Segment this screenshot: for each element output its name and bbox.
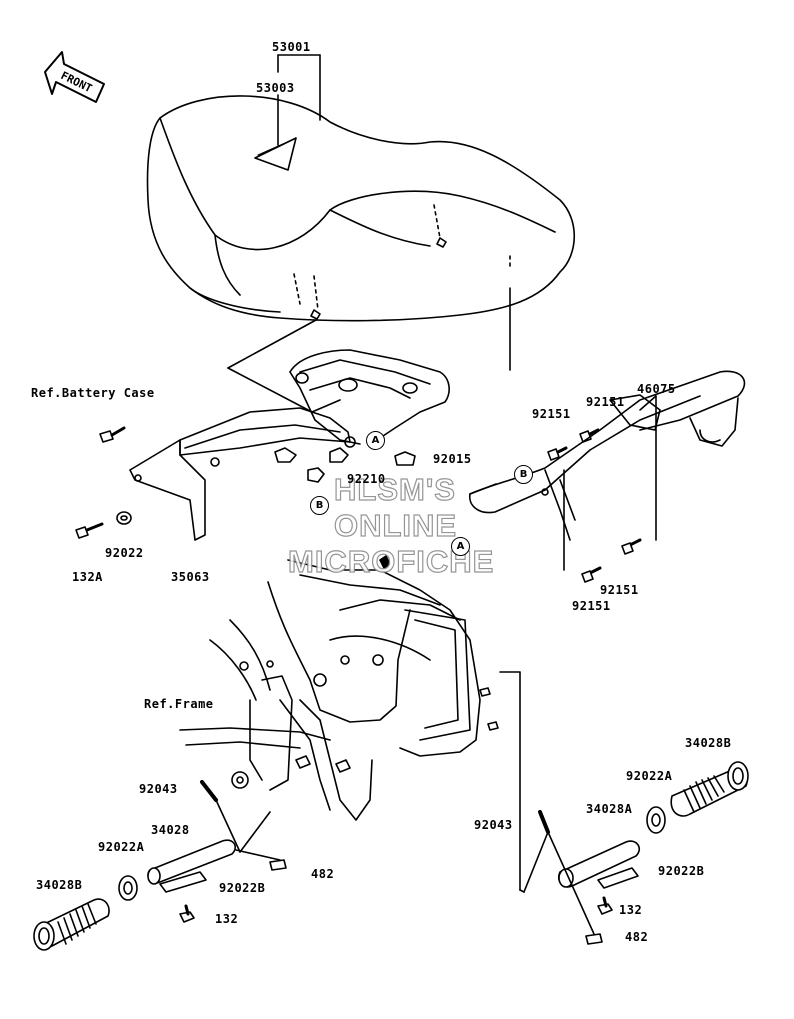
callout-53003[interactable]: 53003 <box>256 81 295 95</box>
callout-92043-left[interactable]: 92043 <box>139 782 178 796</box>
seat-emblem <box>254 137 297 171</box>
ref-mark-a-upper: A <box>366 431 385 450</box>
callout-92151-b[interactable]: 92151 <box>532 407 571 421</box>
bolt-icons <box>75 426 642 583</box>
watermark-line-2: ONLINE <box>333 508 458 543</box>
callout-132-right[interactable]: 132 <box>619 903 643 917</box>
callout-ref-battery-case[interactable]: Ref.Battery Case <box>31 386 155 400</box>
callout-92022a-left[interactable]: 92022A <box>98 840 145 854</box>
callout-ref-frame[interactable]: Ref.Frame <box>144 697 214 711</box>
seat-bracket <box>129 349 450 541</box>
callout-35063[interactable]: 35063 <box>171 570 210 584</box>
callout-92210[interactable]: 92210 <box>347 472 386 486</box>
callout-92022[interactable]: 92022 <box>105 546 144 560</box>
seat <box>146 95 576 322</box>
callout-92151-c[interactable]: 92151 <box>600 583 639 597</box>
callout-46075[interactable]: 46075 <box>637 382 676 396</box>
callout-34028[interactable]: 34028 <box>151 823 190 837</box>
callout-34028b-left[interactable]: 34028B <box>36 878 83 892</box>
grab-rail <box>469 370 746 541</box>
callout-482-left[interactable]: 482 <box>311 867 335 881</box>
watermark-line-1: HLSM'S <box>333 472 456 507</box>
front-arrow-icon: FRONT <box>44 51 105 103</box>
callout-34028b-right[interactable]: 34028B <box>685 736 732 750</box>
ref-mark-a-lower: A <box>451 537 470 556</box>
callout-92022a-right[interactable]: 92022A <box>626 769 673 783</box>
frame <box>179 555 499 821</box>
ref-mark-b-left: B <box>310 496 329 515</box>
callout-132a[interactable]: 132A <box>72 570 103 584</box>
ref-mark-b-right: B <box>514 465 533 484</box>
callout-92015[interactable]: 92015 <box>433 452 472 466</box>
callout-92151-d[interactable]: 92151 <box>572 599 611 613</box>
callout-92022b-left[interactable]: 92022B <box>219 881 266 895</box>
left-footpeg <box>33 780 287 951</box>
callout-34028a[interactable]: 34028A <box>586 802 633 816</box>
callout-132-left[interactable]: 132 <box>215 912 239 926</box>
callout-92151-a[interactable]: 92151 <box>586 395 625 409</box>
callout-92022b-right[interactable]: 92022B <box>658 864 705 878</box>
right-footpeg <box>538 761 749 945</box>
callout-53001[interactable]: 53001 <box>272 40 311 54</box>
callout-92043-right[interactable]: 92043 <box>474 818 513 832</box>
callout-482-right[interactable]: 482 <box>625 930 649 944</box>
